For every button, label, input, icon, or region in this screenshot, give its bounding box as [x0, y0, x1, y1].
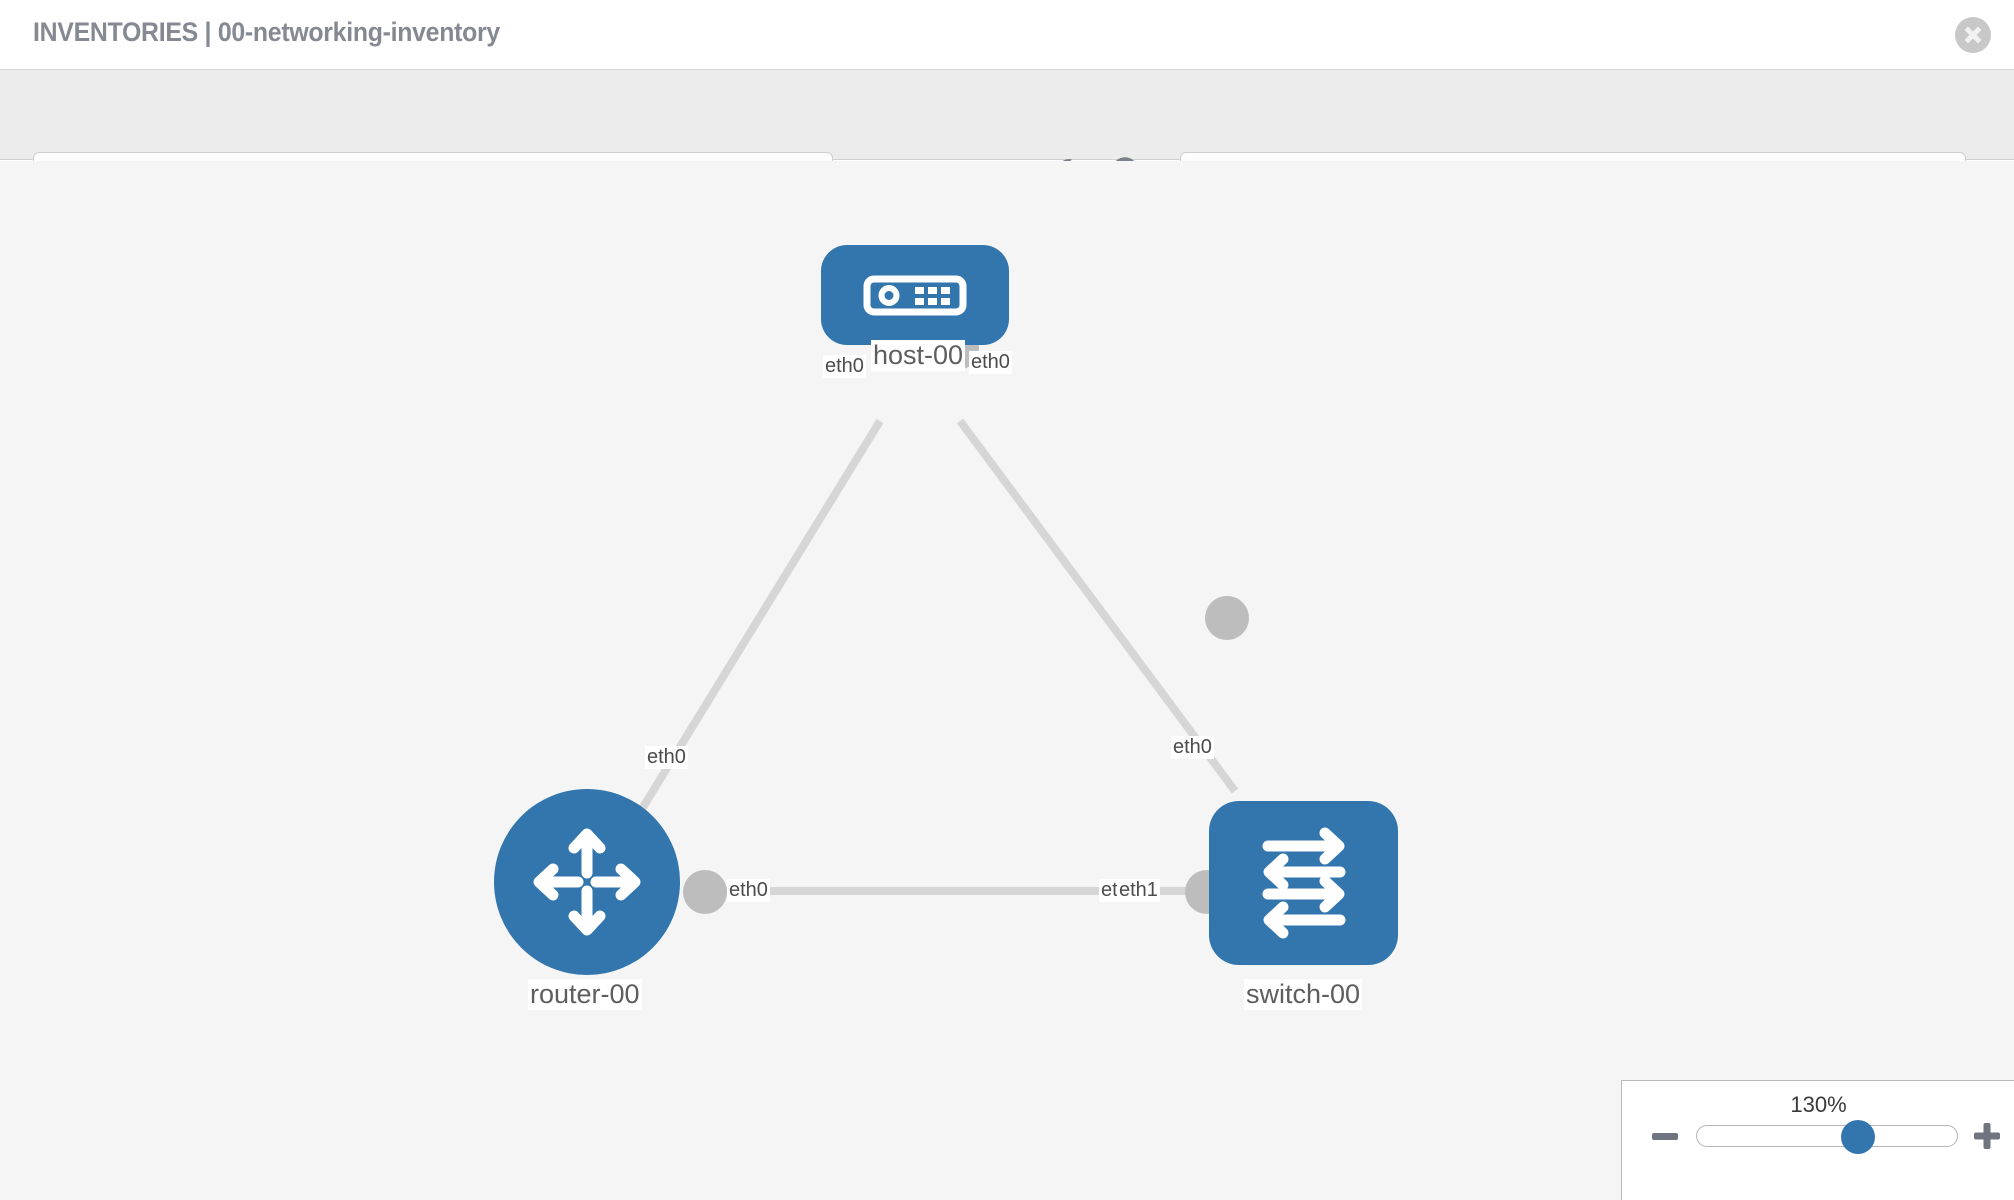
- port-label-switch-left-b: eth1: [1117, 879, 1160, 902]
- link-host-switch: [956, 418, 1239, 794]
- zoom-slider-track[interactable]: [1696, 1120, 1958, 1154]
- toolbar: ACTIONS SEARCH: [0, 70, 2014, 202]
- router-arrows-icon: [533, 828, 641, 936]
- node-router-00[interactable]: [494, 789, 680, 975]
- node-switch-00[interactable]: [1209, 801, 1398, 965]
- node-host-00[interactable]: [821, 245, 1009, 345]
- port-label-switch-up: eth0: [1171, 736, 1214, 759]
- close-icon[interactable]: [1955, 17, 1991, 53]
- zoom-slider-thumb[interactable]: [1841, 1120, 1875, 1154]
- port-label-router-right: eth0: [727, 879, 770, 902]
- zoom-in-button[interactable]: [1974, 1123, 2000, 1149]
- node-label-router-00: router-00: [528, 979, 642, 1010]
- switch-arrows-icon: [1262, 827, 1345, 939]
- topology-canvas[interactable]: host-00 eth0 eth0 router-00 eth0 eth0: [0, 161, 2014, 1200]
- port-label-host-left: eth0: [823, 355, 866, 378]
- zoom-control-panel: 130%: [1621, 1080, 2014, 1200]
- port-label-router-up: eth0: [645, 746, 688, 769]
- port-label-host-right: eth0: [969, 351, 1012, 374]
- zoom-level-label: 130%: [1790, 1092, 1847, 1117]
- page-header: INVENTORIES | 00-networking-inventory: [0, 0, 2014, 70]
- server-icon: [863, 275, 967, 316]
- connector-router-right: [683, 870, 727, 914]
- page-title: INVENTORIES | 00-networking-inventory: [33, 17, 500, 47]
- link-host-router: [606, 418, 884, 864]
- connector-switch-top: [1205, 596, 1249, 640]
- node-label-host-00: host-00: [871, 340, 966, 371]
- zoom-out-button[interactable]: [1652, 1133, 1678, 1140]
- node-label-switch-00: switch-00: [1244, 979, 1363, 1010]
